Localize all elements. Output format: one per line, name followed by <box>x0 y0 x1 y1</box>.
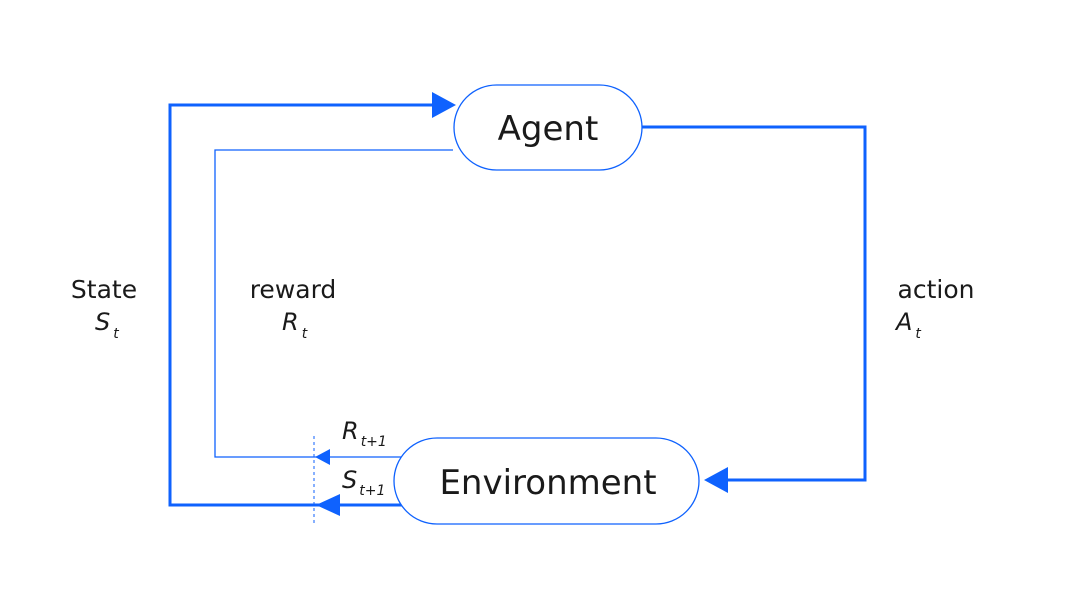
state-label: State <box>71 275 137 304</box>
action-var-subscript: t <box>915 326 921 342</box>
reward-loop-line <box>214 149 453 458</box>
reward-arrowhead-divider <box>315 449 330 465</box>
state-var-symbol: S <box>95 308 110 336</box>
agent-label: Agent <box>498 109 599 149</box>
reward-next-subscript: t+1 <box>361 434 387 450</box>
action-loop-line <box>642 125 867 482</box>
state-loop-line <box>168 103 440 507</box>
environment-node <box>393 437 700 525</box>
action-arrowhead-environment <box>704 467 728 493</box>
state-arrowhead-agent <box>432 92 456 118</box>
agent-node <box>453 84 643 171</box>
state-next-symbol: S <box>342 466 357 494</box>
state-next-subscript: t+1 <box>359 483 385 499</box>
reward-var-symbol: R <box>282 308 299 336</box>
state-arrowhead-divider <box>316 494 340 516</box>
environment-label: Environment <box>439 463 656 503</box>
action-label: action <box>898 275 975 304</box>
action-var-symbol: A <box>894 308 912 336</box>
reward-var-subscript: t <box>302 326 308 342</box>
reward-next-symbol: R <box>342 417 359 445</box>
state-var-subscript: t <box>113 326 119 342</box>
reward-label: reward <box>250 275 337 304</box>
